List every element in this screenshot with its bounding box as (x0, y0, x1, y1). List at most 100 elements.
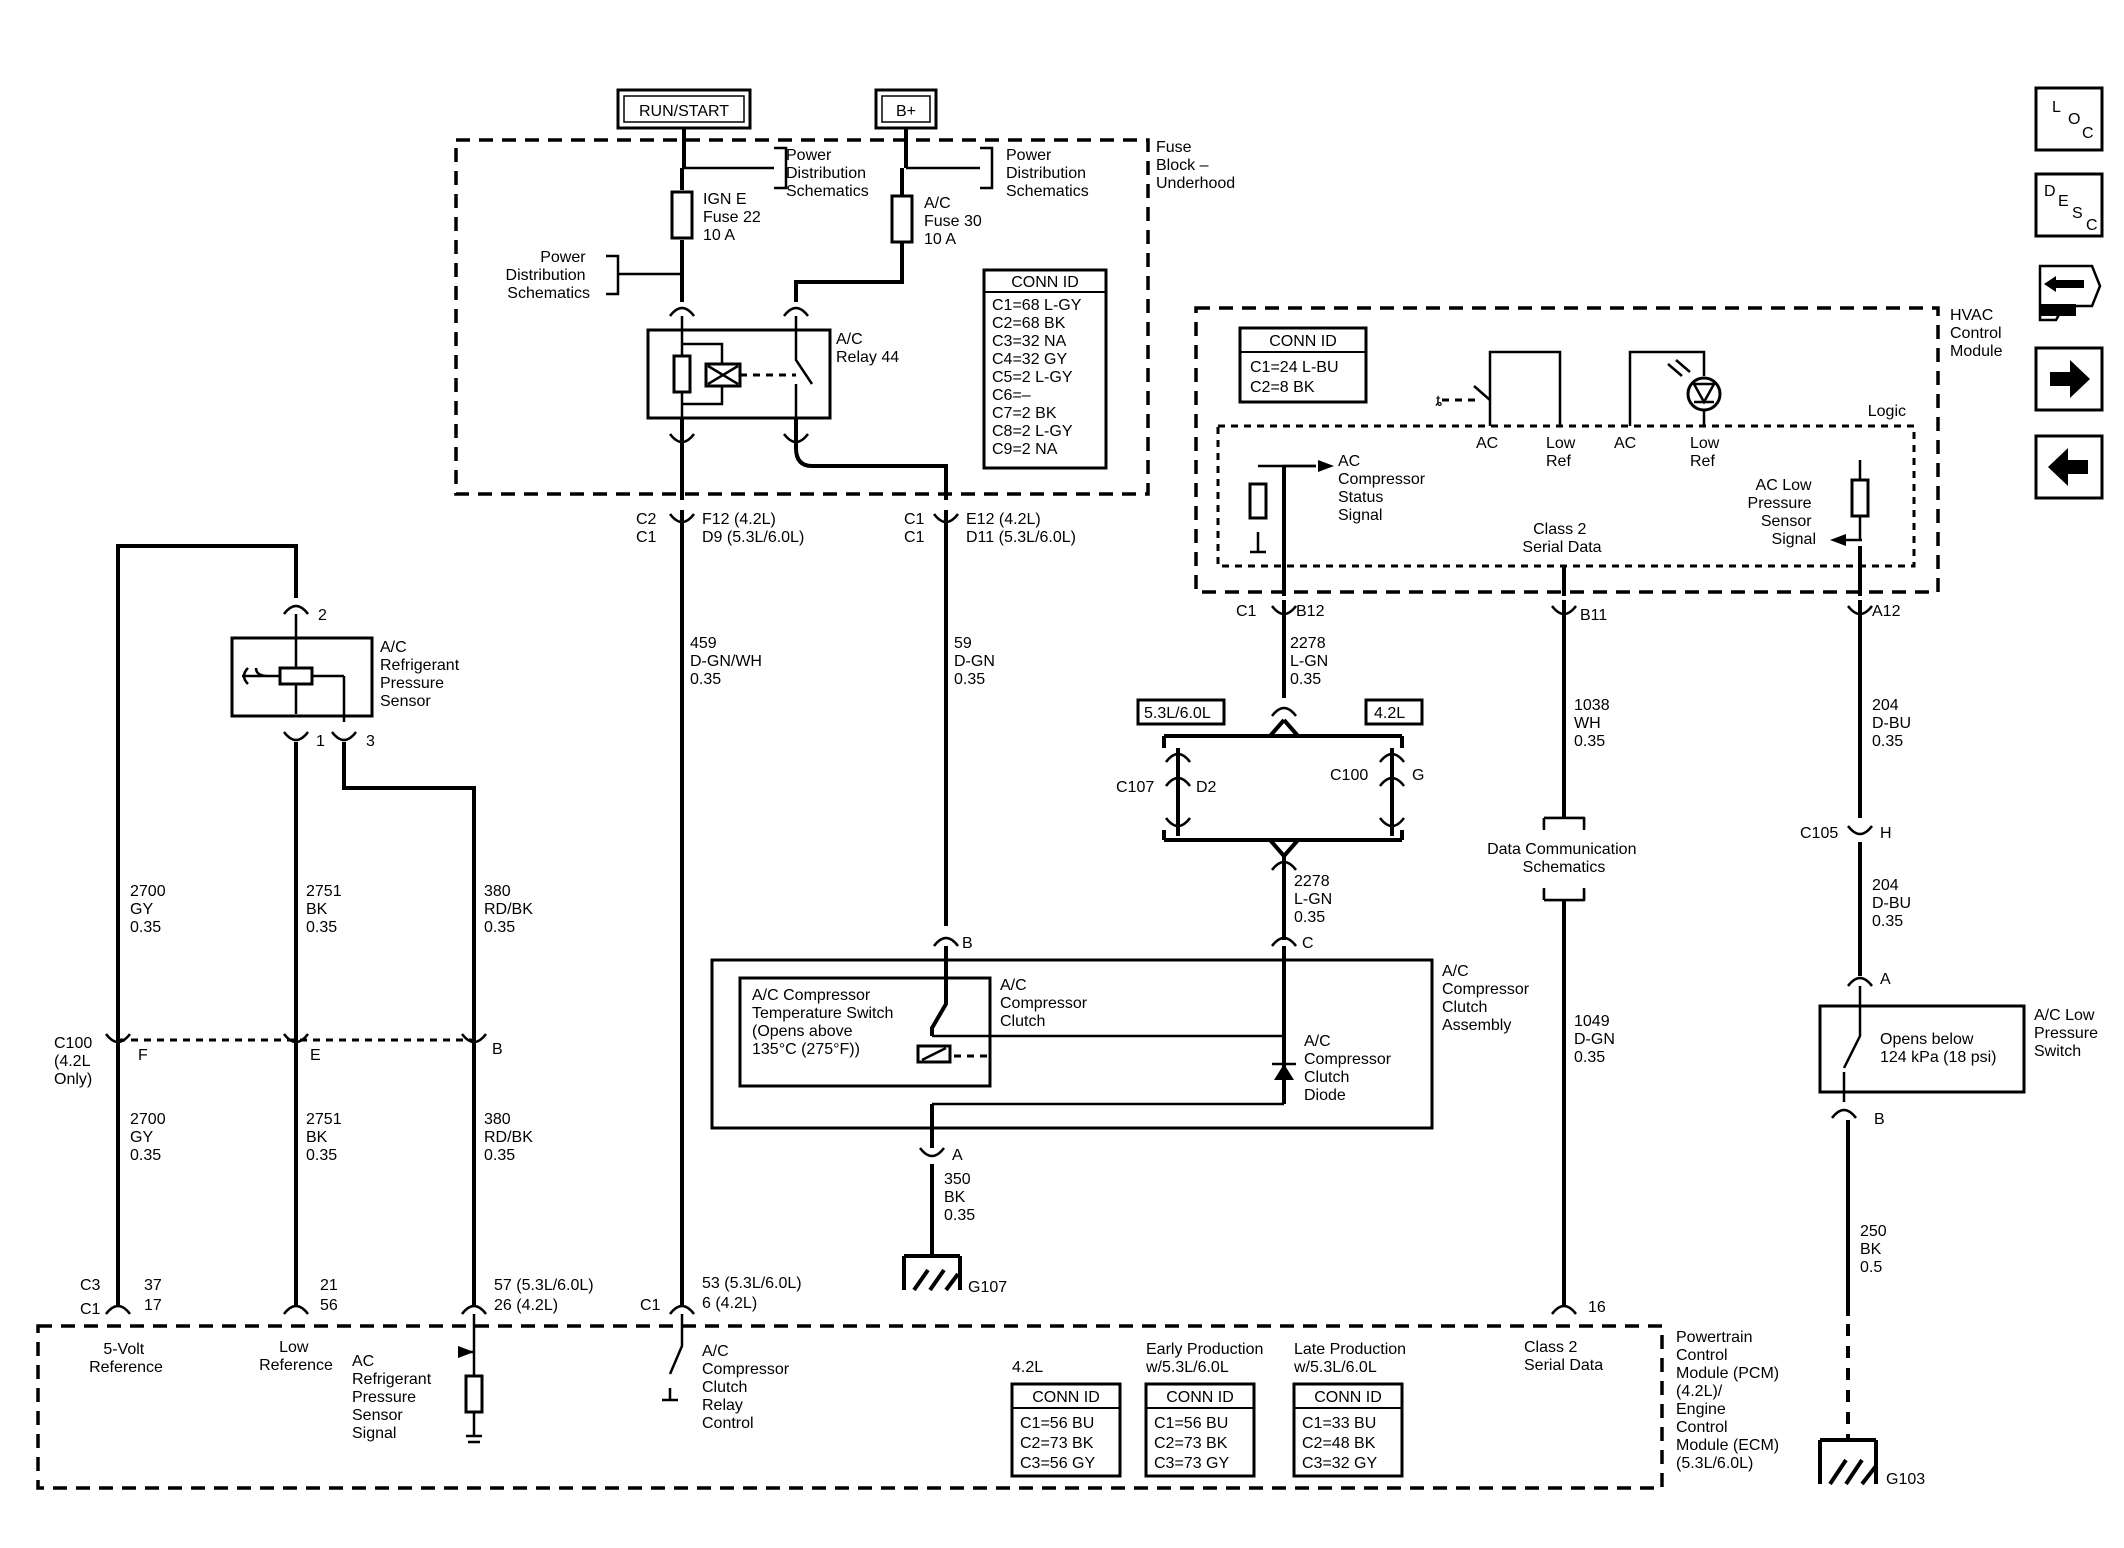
arrow-right-icon (2050, 360, 2090, 398)
svg-text:A: A (952, 1147, 963, 1164)
ac-compressor-clutch-assembly: B C A/C Compressor Clutch Assembly A/C C… (710, 935, 1530, 1164)
svg-text:C1: C1 (1236, 603, 1257, 620)
svg-text:AC: AC (1614, 435, 1636, 452)
pcm-serial-label: Class 2 Serial Data (1524, 1339, 1603, 1374)
fuse-block-underhood: Fuse Block – Underhood IGN E Fuse 22 10 … (454, 128, 1235, 500)
svg-text:A: A (1880, 971, 1891, 988)
ground-g107-icon: G107 (902, 1254, 1007, 1296)
fuse-30-label: A/C Fuse 30 10 A (924, 195, 986, 248)
option-splice: 5.3L/6.0L 4.2L C107 D2 C100 G (1116, 698, 1424, 871)
connector-view-button[interactable] (2038, 264, 2102, 322)
svg-text:AC: AC (1476, 435, 1498, 452)
arrow-left-icon (2048, 448, 2088, 486)
c100-connector: C100 (4.2L Only) F E B (54, 1033, 503, 1088)
hvac-status-signal-label: AC Compressor Status Signal (1338, 453, 1430, 524)
pcm-ecm-module: C3 C1 37 17 21 56 57 (5.3L/6.0L) 26 (4.2… (36, 1275, 1784, 1490)
fuse-block-conn-id: CONN ID C1=68 L-GY C2=68 BK C3=32 NA C4=… (982, 268, 1108, 470)
next-page-button[interactable] (2034, 346, 2104, 412)
svg-text:B11: B11 (1580, 607, 1607, 624)
clutch-diode-icon (1274, 1064, 1294, 1080)
clutch-label: A/C Compressor Clutch (1000, 977, 1092, 1030)
svg-text:C: C (2086, 217, 2098, 234)
svg-text:C1: C1 (640, 1297, 661, 1314)
svg-text:F12 (4.2L): F12 (4.2L) (702, 511, 776, 528)
ground-g103-icon: G103 (1818, 1438, 1925, 1488)
svg-text:56: 56 (320, 1297, 338, 1314)
svg-text:C: C (2082, 125, 2094, 142)
sensor-title: A/C Refrigerant Pressure Sensor (380, 639, 464, 710)
pcm-early-label: Early Production w/5.3L/6.0L (1145, 1341, 1268, 1376)
opt-42-tag (1364, 698, 1424, 726)
svg-text:5.3L/6.0L: 5.3L/6.0L (1144, 705, 1211, 722)
run-start-tag: RUN/START (616, 88, 752, 130)
wire-2700 (116, 544, 298, 1306)
double-arrow-icon (2044, 276, 2084, 292)
svg-text:E: E (2058, 193, 2069, 210)
temp-switch-label: A/C Compressor Temperature Switch (Opens… (752, 987, 898, 1058)
svg-text:A12: A12 (1872, 603, 1901, 620)
svg-text:C105: C105 (1800, 825, 1838, 842)
hvac-switch-icon: ȶ (1435, 393, 1442, 410)
svg-text:4.2L: 4.2L (1012, 1359, 1043, 1376)
svg-text:B: B (1874, 1111, 1885, 1128)
pcm-relay-control-label: A/C Compressor Clutch Relay Control (702, 1343, 794, 1432)
wire-2278-upper-label: 2278 L-GN 0.35 (1290, 635, 1333, 688)
svg-text:D9 (5.3L/6.0L): D9 (5.3L/6.0L) (702, 529, 804, 546)
wire-59-label: 59 D-GN 0.35 (954, 635, 999, 688)
ac-refrigerant-pressure-sensor: 2 A/C Refrigerant Pressure Sensor 1 3 (230, 604, 464, 750)
bplus-tag: B+ (874, 88, 938, 130)
svg-text:C2: C2 (636, 511, 657, 528)
svg-text:E: E (310, 1047, 321, 1064)
svg-text:53 (5.3L/6.0L): 53 (5.3L/6.0L) (702, 1275, 802, 1292)
svg-text:D: D (2044, 183, 2056, 200)
svg-text:D11 (5.3L/6.0L): D11 (5.3L/6.0L) (966, 529, 1076, 546)
svg-text:26 (4.2L): 26 (4.2L) (494, 1297, 558, 1314)
svg-text:G107: G107 (968, 1279, 1007, 1296)
svg-text:16: 16 (1588, 1299, 1606, 1316)
loc-button[interactable]: L O C (2034, 86, 2104, 152)
prev-page-button[interactable] (2034, 434, 2104, 500)
svg-text:CONN ID: CONN ID (1166, 1389, 1234, 1406)
svg-text:E12 (4.2L): E12 (4.2L) (966, 511, 1041, 528)
svg-text:G103: G103 (1886, 1471, 1925, 1488)
hvac-title: HVAC Control Module (1950, 307, 2006, 360)
pcm-title: Powertrain Control Module (PCM) (4.2L)/ … (1676, 1329, 1784, 1472)
pds-label-b: Power Distribution Schematics (1006, 147, 1090, 200)
fuse-22-label: IGN E Fuse 22 10 A (703, 191, 765, 244)
svg-text:2: 2 (318, 607, 327, 624)
wire-380 (342, 742, 476, 1306)
svg-text:D2: D2 (1196, 779, 1217, 796)
data-comm-label: Data Communication Schematics (1487, 841, 1641, 876)
diode-label: A/C Compressor Clutch Diode (1304, 1033, 1396, 1104)
svg-text:1: 1 (316, 733, 325, 750)
svg-text:6 (4.2L): 6 (4.2L) (702, 1295, 757, 1312)
pds-label-c: Power Distribution Schematics (506, 249, 590, 302)
pds-label-a: Power Distribution Schematics (786, 147, 870, 200)
svg-text:37: 37 (144, 1277, 162, 1294)
pcm-5v-ref-label: 5-Volt Reference (89, 1341, 163, 1376)
lps-title: A/C Low Pressure Switch (2034, 1007, 2102, 1060)
svg-text:C107: C107 (1116, 779, 1154, 796)
fuse-block-pins: C2 C1 F12 (4.2L) D9 (5.3L/6.0L) C1 C1 E1… (636, 511, 1076, 546)
svg-text:B: B (492, 1041, 503, 1058)
svg-text:C3: C3 (80, 1277, 101, 1294)
desc-button[interactable]: D E S C (2034, 172, 2104, 238)
